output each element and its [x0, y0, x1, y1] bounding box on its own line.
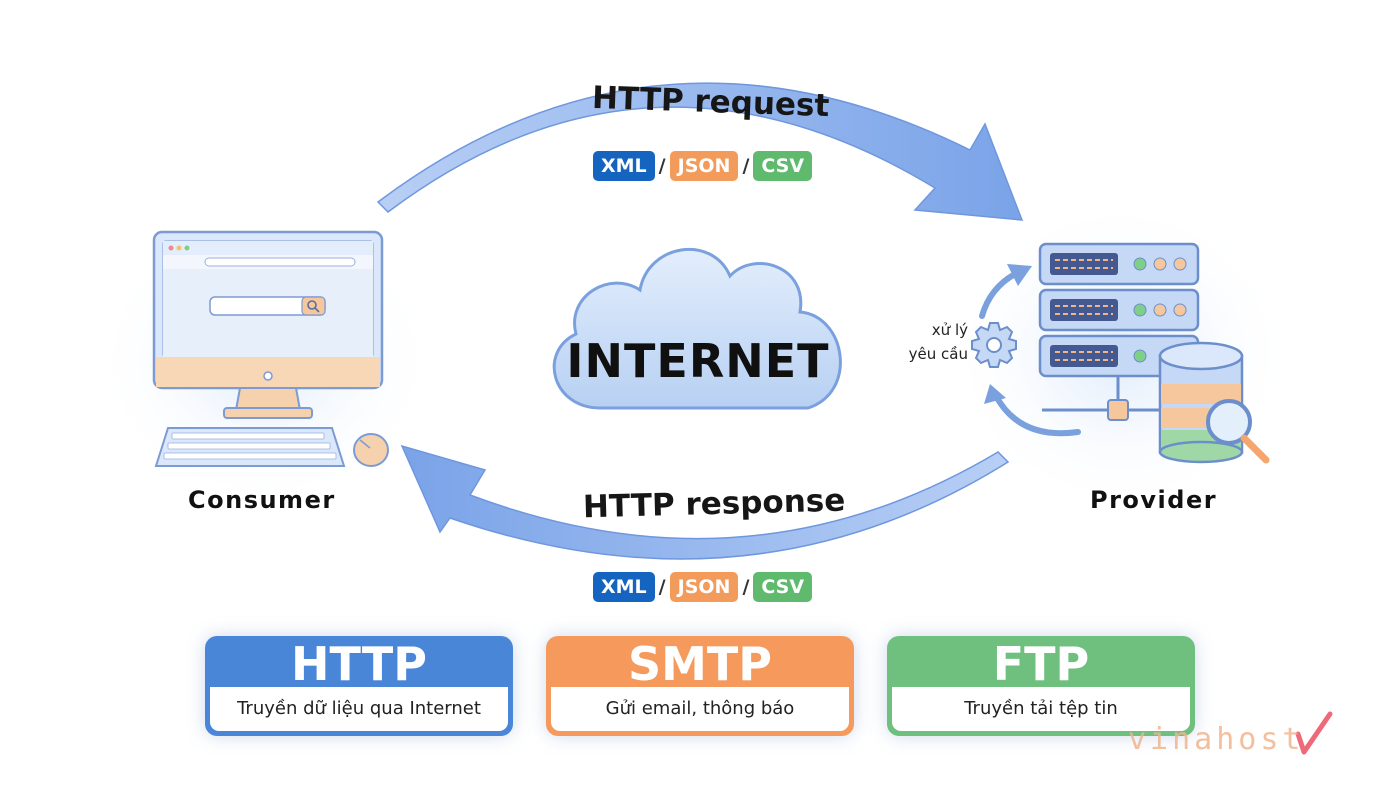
provider-label: Provider	[1090, 486, 1218, 514]
format-separator: /	[742, 155, 750, 177]
format-separator: /	[658, 155, 666, 177]
request-arrow	[376, 82, 1024, 221]
protocol-description: Truyền tải tệp tin	[892, 687, 1190, 731]
protocol-name: SMTP	[628, 637, 772, 691]
protocol-card-smtp: SMTP Gửi email, thông báo	[546, 636, 854, 736]
cloud-icon	[552, 248, 842, 410]
internet-label: INTERNET	[566, 334, 830, 388]
response-formats: XML / JSON / CSV	[593, 572, 813, 602]
response-format-json: JSON	[669, 572, 739, 602]
protocol-card-ftp: FTP Truyền tải tệp tin	[887, 636, 1195, 736]
consumer-label: Consumer	[188, 486, 336, 514]
format-separator: /	[658, 576, 666, 598]
request-format-csv: CSV	[753, 151, 813, 181]
magnifier-icon	[1206, 399, 1270, 464]
request-formats: XML / JSON / CSV	[593, 151, 813, 181]
request-format-xml: XML	[593, 151, 655, 181]
format-separator: /	[742, 576, 750, 598]
response-format-csv: CSV	[753, 572, 813, 602]
watermark-check-icon	[1295, 711, 1333, 755]
process-line-1: xử lý	[931, 321, 968, 339]
server-icon	[1038, 242, 1200, 421]
protocol-card-http: HTTP Truyền dữ liệu qua Internet	[205, 636, 513, 736]
protocol-description: Gửi email, thông báo	[551, 687, 849, 731]
watermark-logo: vinahost	[1128, 722, 1305, 757]
computer-icon	[152, 230, 389, 467]
response-format-xml: XML	[593, 572, 655, 602]
response-label: HTTP response	[582, 482, 846, 526]
database-icon	[1158, 341, 1244, 464]
response-arrow	[400, 444, 1010, 560]
cycle-arrowhead-up	[1007, 264, 1032, 286]
cycle-arrow-up-icon	[979, 271, 1018, 319]
request-format-json: JSON	[669, 151, 739, 181]
cycle-arrow-down-icon	[993, 393, 1081, 437]
process-request-label: xử lý yêu cầu	[884, 318, 968, 366]
protocol-name: HTTP	[290, 637, 428, 691]
protocol-name: FTP	[992, 637, 1090, 691]
process-line-2: yêu cầu	[908, 345, 968, 363]
protocol-description: Truyền dữ liệu qua Internet	[210, 687, 508, 731]
gear-icon	[971, 322, 1017, 368]
cycle-arrowhead-down	[984, 384, 1006, 404]
